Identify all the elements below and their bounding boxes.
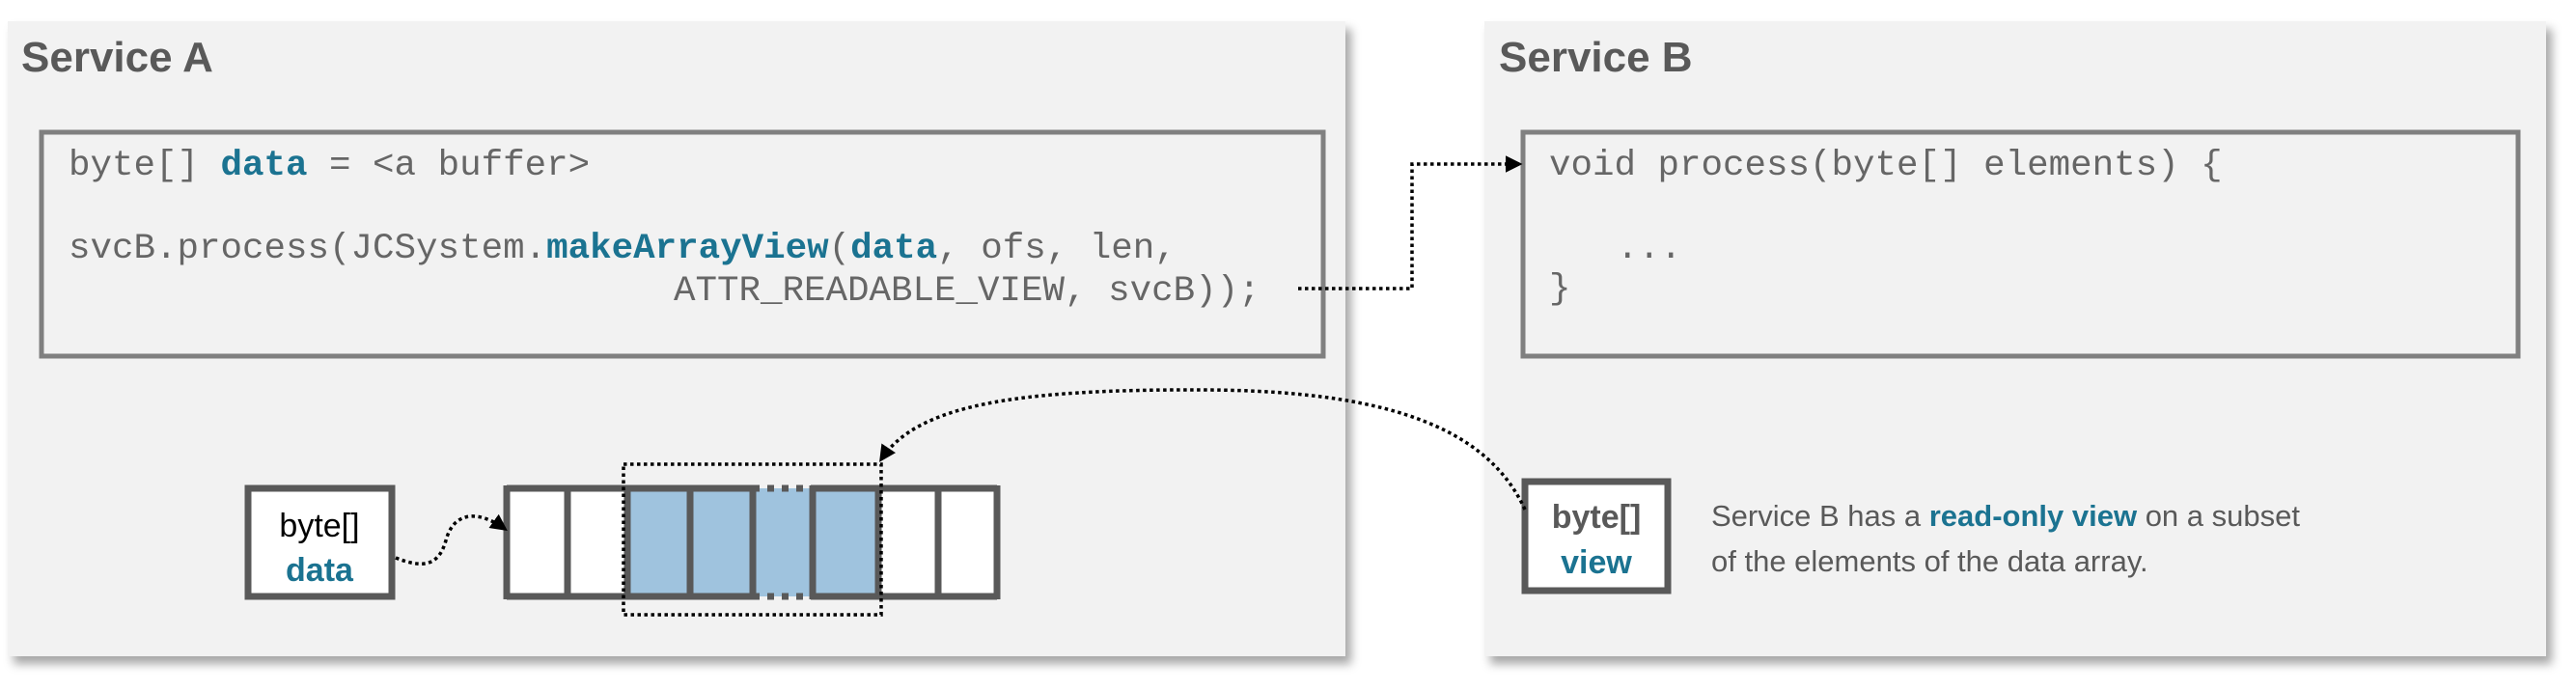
code-b-line-3: } xyxy=(1549,269,1571,310)
view-ref-name: view xyxy=(1561,544,1632,581)
description-line-2: of the elements of the data array. xyxy=(1711,544,2148,578)
array-cell xyxy=(627,488,690,596)
array-cell xyxy=(813,488,878,596)
byte-array xyxy=(503,484,1001,600)
array-cell xyxy=(938,488,997,596)
service-a-code-box xyxy=(39,129,1326,359)
view-ref-type: byte[] xyxy=(1552,499,1642,536)
code-b-line-2: ... xyxy=(1617,229,1682,269)
array-cell xyxy=(507,488,568,596)
call-arrow xyxy=(1298,155,1523,290)
array-cell xyxy=(878,488,938,596)
array-cell xyxy=(568,488,627,596)
service-b-panel: Service B void process(byte[] elements) … xyxy=(1484,21,2546,656)
view-subset-outline xyxy=(622,462,883,617)
service-a-title: Service A xyxy=(21,34,213,81)
array-cell xyxy=(690,488,753,596)
code-line-2: svcB.process(JCSystem.makeArrayView(data… xyxy=(69,229,1177,269)
code-line-1: byte[] data = <a buffer> xyxy=(69,146,590,186)
view-arrow xyxy=(879,388,1527,511)
data-ref-type: byte[] xyxy=(279,508,359,544)
data-reference-box: byte[] data xyxy=(244,484,396,600)
code-line-3: ATTR_READABLE_VIEW, svcB)); xyxy=(674,271,1260,312)
service-b-title: Service B xyxy=(1499,34,1693,81)
code-b-line-1: void process(byte[] elements) { xyxy=(1549,146,2223,186)
data-to-array-arrow xyxy=(395,513,508,566)
data-ref-name: data xyxy=(286,552,354,589)
array-cell xyxy=(753,488,813,596)
description-line-1: Service B has a read-only view on a subs… xyxy=(1711,499,2300,533)
service-a-panel: Service A byte[] data = <a buffer> svcB.… xyxy=(8,21,1345,656)
service-b-code-box xyxy=(1520,129,2521,359)
view-reference-box: byte[] view xyxy=(1521,478,1672,594)
